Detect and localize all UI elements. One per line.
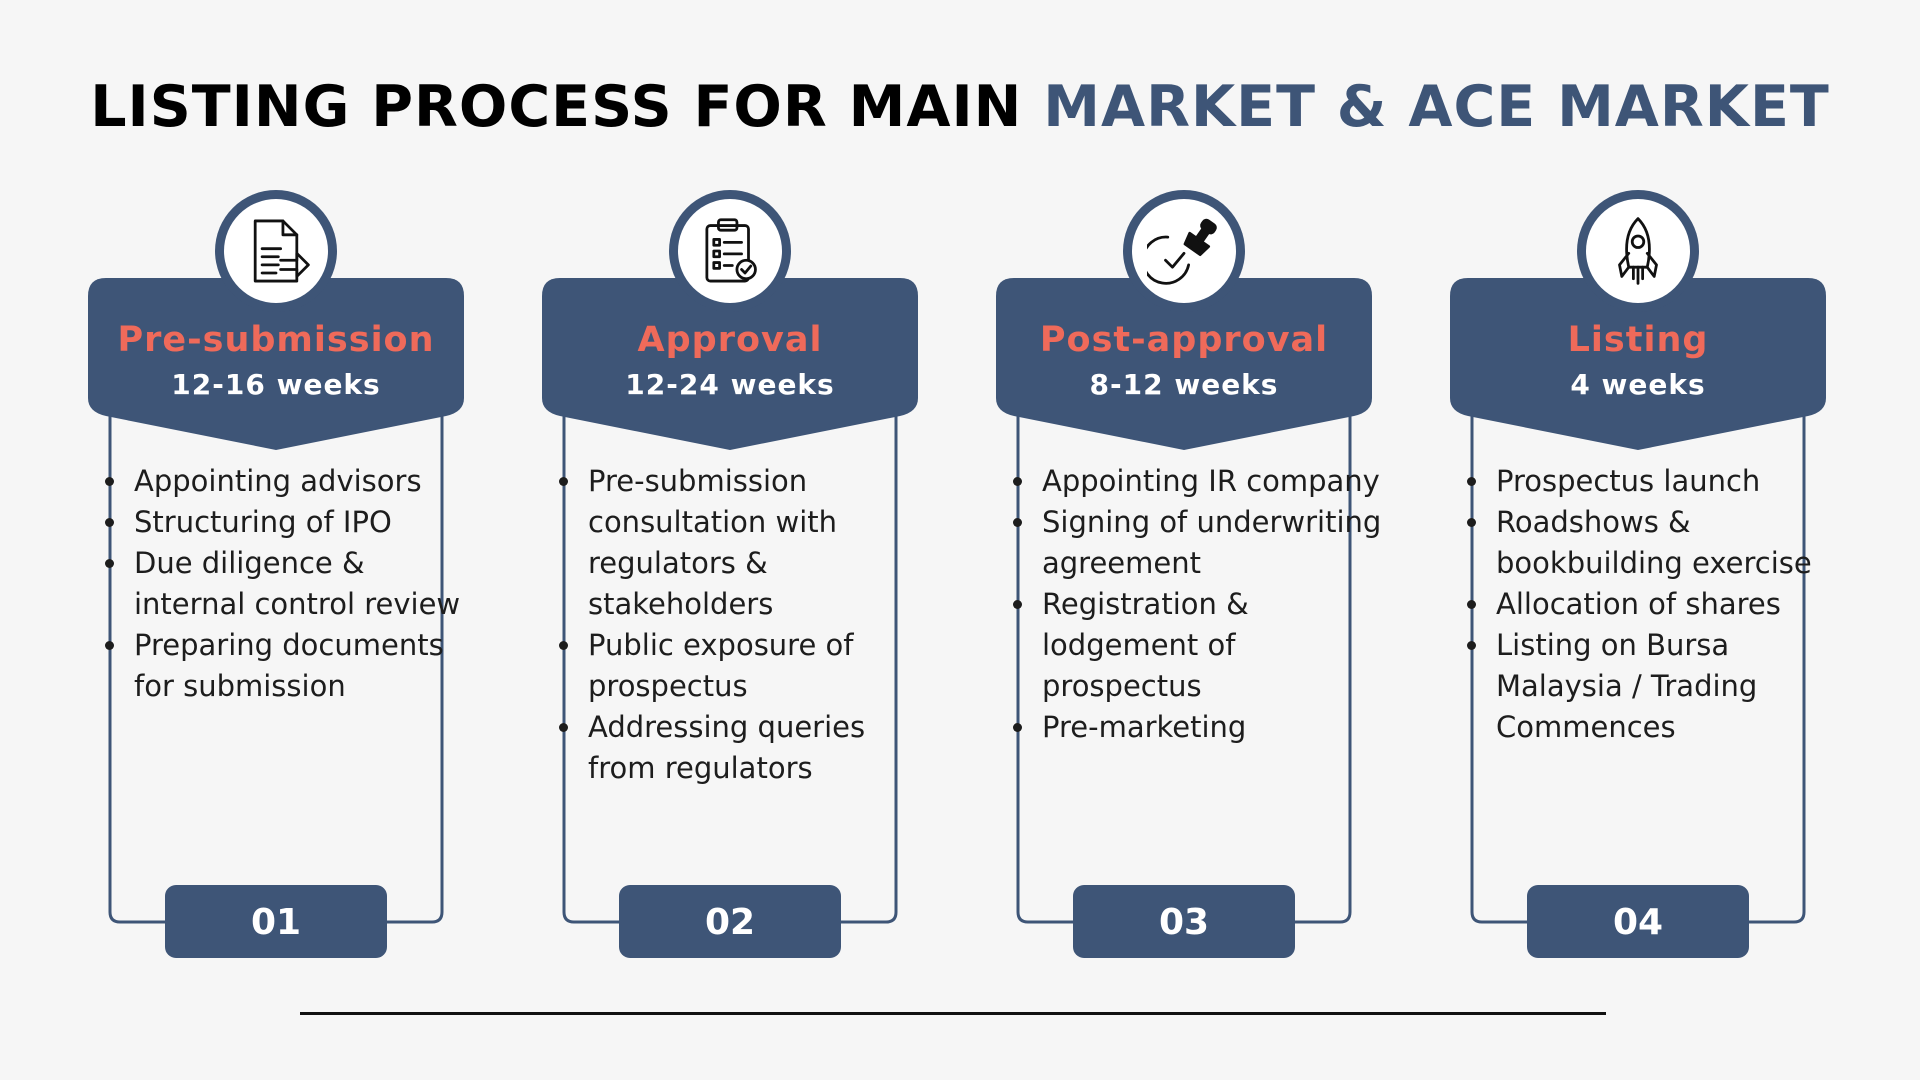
list-item: Appointing IR company	[1038, 461, 1390, 502]
step-task-list: Appointing advisors Structuring of IPO D…	[112, 461, 482, 707]
page-title: LISTING PROCESS FOR MAIN MARKET & ACE MA…	[0, 74, 1920, 140]
list-item: Listing on Bursa Malaysia / Trading Comm…	[1492, 625, 1844, 748]
list-item: Preparing documents for submission	[130, 625, 482, 707]
step-card-frame	[88, 190, 464, 958]
step-card-frame	[542, 190, 918, 958]
rocket-icon	[1577, 190, 1699, 312]
list-item: Signing of underwriting agreement	[1038, 502, 1390, 584]
list-item: Appointing advisors	[130, 461, 482, 502]
list-item: Public exposure of prospectus	[584, 625, 936, 707]
list-item: Structuring of IPO	[130, 502, 482, 543]
step-card-frame	[996, 190, 1372, 958]
step-duration: 12-16 weeks	[171, 368, 381, 401]
step-duration: 12-24 weeks	[625, 368, 835, 401]
approval-stamp-icon	[1123, 190, 1245, 312]
step-number: 04	[1612, 902, 1664, 943]
step-title: Approval	[637, 320, 823, 360]
bottom-divider	[300, 1012, 1606, 1015]
step-title: Pre-submission	[117, 320, 435, 360]
step-task-list: Pre-submission consultation with regulat…	[566, 461, 936, 789]
step-card-post-approval: Post-approval 8-12 weeks Appointing IR c…	[996, 190, 1381, 962]
title-part-1: LISTING PROCESS FOR MAIN	[90, 74, 1023, 140]
step-number: 02	[704, 902, 756, 943]
list-item: Prospectus launch	[1492, 461, 1844, 502]
step-card-listing: Listing 4 weeks Prospectus launch Roadsh…	[1450, 190, 1826, 962]
document-arrow-icon	[215, 190, 337, 312]
step-title: Post-approval	[1039, 320, 1329, 360]
list-item: Allocation of shares	[1492, 584, 1844, 625]
step-duration: 4 weeks	[1570, 368, 1706, 401]
step-duration: 8-12 weeks	[1089, 368, 1279, 401]
step-number: 03	[1158, 902, 1210, 943]
list-item: Pre-submission consultation with regulat…	[584, 461, 936, 625]
step-task-list: Appointing IR company Signing of underwr…	[1020, 461, 1390, 748]
title-part-2: MARKET & ACE MARKET	[1043, 74, 1830, 140]
list-item: Pre-marketing	[1038, 707, 1390, 748]
step-card-approval: Approval 12-24 weeks Pre-submission cons…	[542, 190, 918, 962]
step-task-list: Prospectus launch Roadshows & bookbuildi…	[1474, 461, 1844, 748]
list-item: Roadshows & bookbuilding exercise	[1492, 502, 1844, 584]
step-card-frame	[1450, 190, 1826, 958]
list-item: Due diligence & internal control review	[130, 543, 482, 625]
step-title: Listing	[1567, 320, 1709, 360]
checklist-clipboard-icon	[669, 190, 791, 312]
list-item: Addressing queries from regulators	[584, 707, 936, 789]
step-number: 01	[250, 902, 302, 943]
list-item: Registration & lodgement of prospectus	[1038, 584, 1390, 707]
step-card-pre-submission: Pre-submission 12-16 weeks Appointing ad…	[88, 190, 464, 962]
